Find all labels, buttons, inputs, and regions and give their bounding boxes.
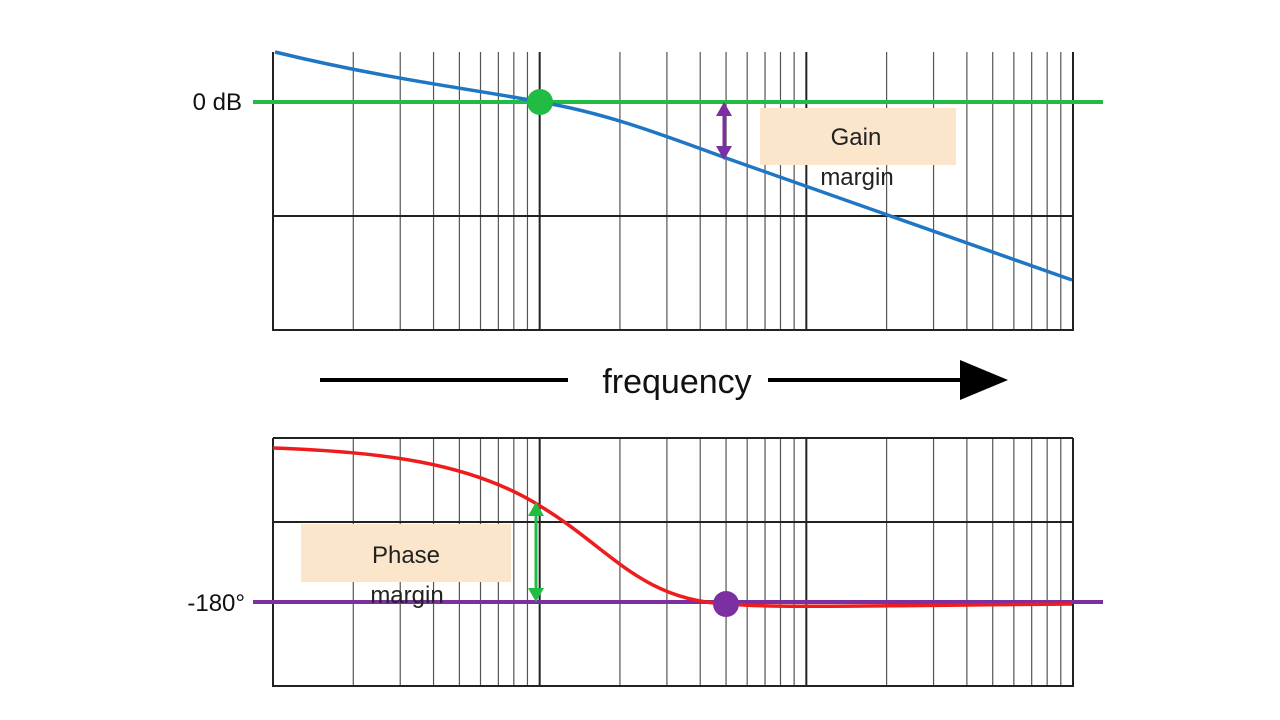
zero-db-label: 0 dB (193, 89, 242, 116)
frequency-axis: frequency (320, 360, 1008, 401)
phase-curve (272, 446, 1073, 609)
minus-180-label: -180° (187, 590, 245, 617)
frequency-label: frequency (602, 363, 751, 401)
phase-margin-arrow (528, 502, 544, 602)
gain-margin-box (760, 108, 956, 165)
phase-margin-box (301, 524, 511, 582)
gain-margin-label-line1: Gain (831, 124, 882, 151)
phase-margin-label-line2: margin (370, 582, 443, 609)
phase-plot: -180° Phase margin (187, 437, 1103, 687)
magnitude-plot: 0 dB Gain margin (193, 50, 1103, 331)
phase-grid (272, 438, 1074, 687)
magnitude-grid (272, 52, 1074, 331)
gain-crossover-marker (527, 89, 553, 115)
magnitude-curve (274, 50, 1073, 282)
gain-margin-label-line2: margin (820, 164, 893, 191)
phase-crossover-marker (713, 591, 739, 617)
gain-margin-arrow (716, 102, 732, 160)
phase-margin-label-line1: Phase (372, 542, 440, 569)
